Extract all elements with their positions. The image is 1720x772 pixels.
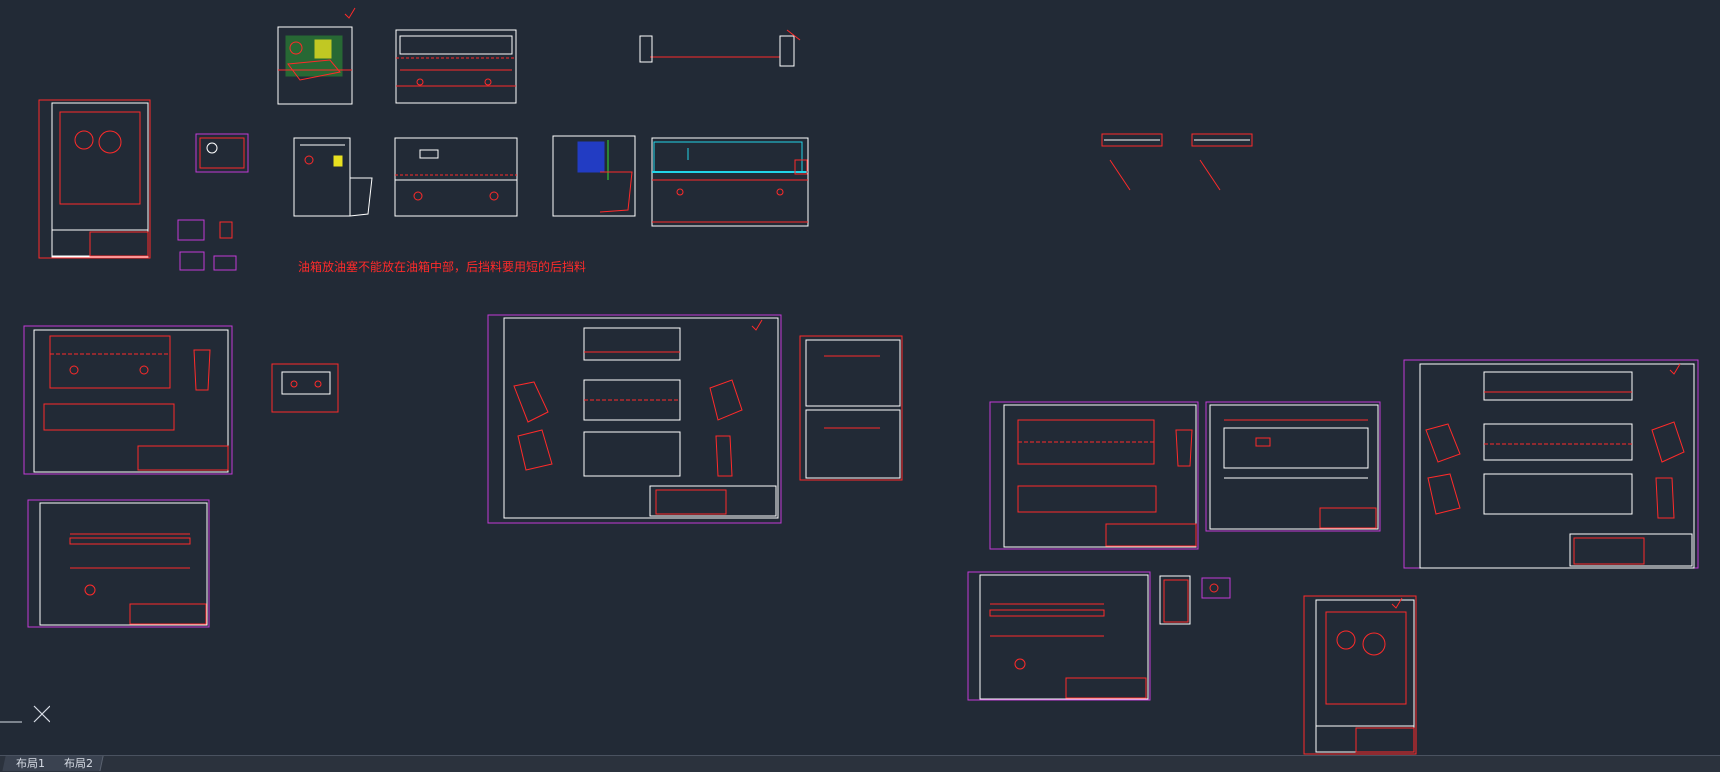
- drawing-front-view-2: [394, 137, 518, 217]
- drawing-front-view-3: [651, 137, 809, 227]
- tab-layout-2-label: 布局2: [64, 757, 93, 770]
- sheet-right-portrait: [1303, 595, 1417, 755]
- drawing-side-view-3: [552, 135, 636, 217]
- roughness-symbol: [344, 7, 356, 19]
- drawing-side-view-2: [293, 137, 373, 217]
- sheet-small-portrait: [38, 99, 151, 259]
- sheet-left-small: [271, 363, 339, 413]
- sheet-left-bottom: [27, 499, 210, 628]
- sheet-right-b: [1205, 401, 1381, 532]
- drawing-upper-right-parts: [1101, 133, 1253, 191]
- annotation-note[interactable]: 油箱放油塞不能放在油箱中部，后挡料要用短的后挡料: [298, 260, 587, 274]
- sheet-center-large: [487, 314, 782, 524]
- sheet-right-bottom: [967, 571, 1151, 701]
- sheet-center-right: [799, 335, 903, 481]
- sheet-right-large: [1403, 359, 1699, 569]
- roughness-symbol-2: [751, 319, 763, 331]
- tab-layout-2[interactable]: 布局2: [50, 756, 104, 771]
- drawing-front-view-1: [395, 29, 517, 104]
- sheet-right-tiny: [1159, 575, 1231, 625]
- drawing-side-view-1: [277, 26, 353, 105]
- sheet-tiny-parts: [177, 133, 249, 271]
- sheet-right-a: [989, 401, 1199, 550]
- tab-layout-1[interactable]: 布局1: [2, 756, 56, 771]
- sheet-left-mid: [23, 325, 233, 475]
- roughness-symbol-4: [1391, 597, 1403, 609]
- drawing-rail-view: [639, 29, 801, 67]
- roughness-symbol-3: [1669, 363, 1681, 375]
- ucs-axis-icon: [0, 705, 50, 723]
- tab-layout-1-label: 布局1: [16, 757, 45, 770]
- cad-model-space[interactable]: [0, 0, 1720, 756]
- layout-tab-bar: 布局1 布局2: [0, 755, 1720, 772]
